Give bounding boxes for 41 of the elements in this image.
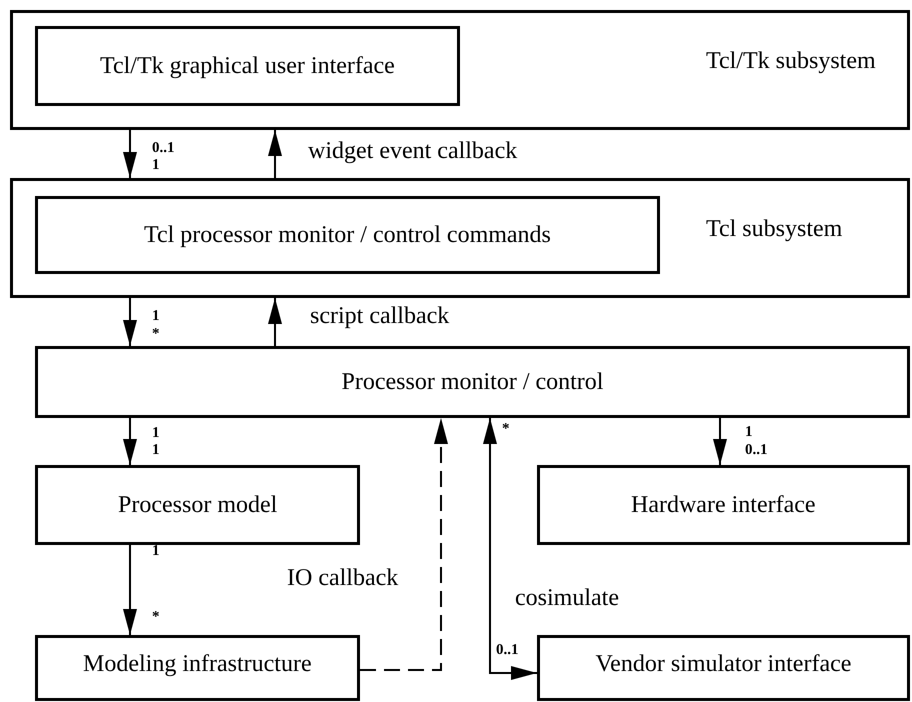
arrow [123, 545, 137, 635]
arrow [123, 298, 137, 346]
component-label: Vendor simulator interface [596, 651, 852, 678]
component-box [35, 465, 360, 545]
multiplicity-label: 1 [152, 442, 160, 458]
multiplicity-label: * [502, 421, 510, 437]
dashed-arrow [360, 418, 448, 671]
multiplicity-label: 1 [152, 543, 160, 559]
arrow [713, 418, 727, 465]
multiplicity-label: 1 [152, 308, 160, 324]
component-box [35, 346, 910, 418]
arrow [268, 298, 282, 346]
arrow [268, 130, 282, 178]
component-box [35, 196, 660, 274]
subsystem-box [10, 178, 910, 298]
multiplicity-label: * [152, 609, 160, 625]
subsystem-box [10, 10, 910, 130]
component-box [537, 465, 910, 545]
multiplicity-label: 1 [152, 425, 160, 441]
multiplicity-label: 0..1 [496, 642, 518, 658]
edge-label: script callback [308, 303, 452, 330]
edge-label: widget event callback [306, 138, 520, 165]
double-arrow [483, 418, 537, 680]
arrow [123, 418, 137, 465]
component-label: Hardware interface [631, 492, 816, 518]
component-label: Processor monitor / control [342, 368, 604, 396]
component-label: Modeling infrastructure [83, 651, 312, 678]
component-label: Tcl processor monitor / control commands [144, 222, 551, 248]
component-label: Processor model [118, 492, 278, 518]
arrow [123, 130, 137, 178]
component-box [35, 26, 460, 106]
subsystem-label: Tcl subsystem [706, 216, 842, 243]
subsystem-label: Tcl/Tk subsystem [706, 48, 876, 75]
multiplicity-label: 0..1 [152, 140, 174, 156]
multiplicity-label: * [152, 326, 160, 342]
multiplicity-label: 1 [745, 424, 752, 440]
multiplicity-label: 0..1 [745, 442, 768, 458]
component-box [537, 635, 910, 701]
component-box [35, 635, 360, 701]
component-label: Tcl/Tk graphical user interface [100, 52, 395, 80]
multiplicity-label: 1 [152, 157, 160, 173]
